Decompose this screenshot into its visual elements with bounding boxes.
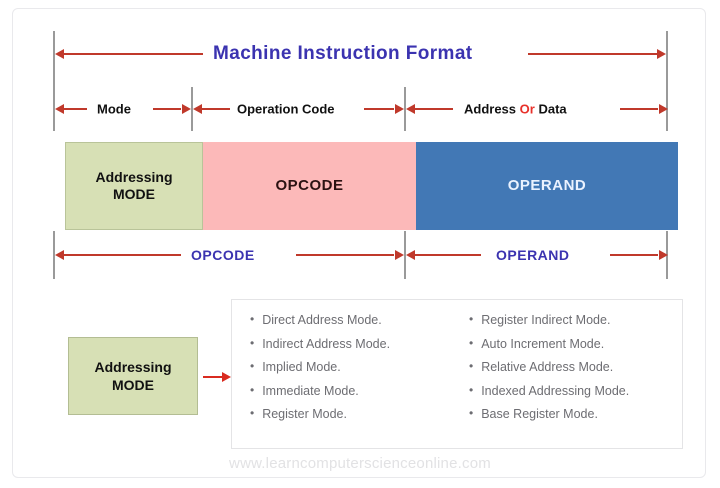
block-addressing-mode[interactable]: Addressing MODE: [65, 142, 203, 230]
bullet-icon: •: [469, 382, 474, 397]
block-opcode-label: OPCODE: [275, 176, 344, 194]
summary-arrow-operand: OPERAND: [406, 246, 668, 264]
list-item-label: Indexed Addressing Mode.: [481, 383, 630, 398]
list-item-label: Register Indirect Mode.: [481, 313, 611, 327]
list-item[interactable]: • Implied Mode.: [250, 360, 463, 374]
bullet-icon: •: [469, 335, 474, 350]
addressing-modes-column-right: • Register Indirect Mode. • Auto Increme…: [463, 313, 682, 448]
field-label-mode: Mode: [97, 101, 131, 117]
summary-label-opcode: OPCODE: [191, 247, 255, 263]
arrow-head-right-icon: [222, 372, 231, 382]
block-operand[interactable]: OPERAND: [416, 142, 678, 230]
guide-line-right-top: [666, 31, 668, 131]
field-arrow-address-or-data: Address Or Data: [406, 100, 668, 118]
field-arrow-mode: Mode: [53, 100, 191, 118]
title-arrow-row: Machine Instruction Format: [53, 43, 668, 64]
list-item-label: Base Register Mode.: [481, 407, 598, 421]
list-item-label: Relative Address Mode.: [481, 360, 614, 374]
list-item-label: Indirect Address Mode.: [262, 336, 391, 351]
arrow-head-left-icon: [55, 250, 64, 260]
page-title: Machine Instruction Format: [213, 43, 473, 64]
list-item[interactable]: • Base Register Mode.: [469, 407, 682, 421]
guide-line-mid-bottom: [404, 231, 406, 279]
field-label-address-or-data: Address Or Data: [464, 102, 567, 117]
guide-line-mid2-top: [404, 87, 406, 131]
arrow-head-left-icon: [55, 49, 64, 59]
field-label-or: Or: [519, 101, 535, 117]
bullet-icon: •: [469, 406, 474, 420]
addressing-modes-list: • Direct Address Mode. • Indirect Addres…: [231, 299, 683, 449]
list-item-label: Direct Address Mode.: [262, 313, 382, 327]
arrow-head-right-icon: [659, 250, 668, 260]
list-item[interactable]: • Register Indirect Mode.: [469, 313, 682, 327]
list-item[interactable]: • Register Mode.: [250, 407, 463, 421]
guide-line-left-top: [53, 31, 55, 131]
arrow-head-right-icon: [659, 104, 668, 114]
guide-line-left-bottom: [53, 231, 55, 279]
list-item-label: Implied Mode.: [262, 360, 341, 374]
addressing-mode-box-line1: Addressing: [94, 358, 172, 375]
arrow-head-left-icon: [406, 250, 415, 260]
list-item[interactable]: • Immediate Mode.: [250, 384, 463, 398]
arrow-head-right-icon: [657, 49, 666, 59]
arrow-head-left-icon: [406, 104, 415, 114]
arrow-head-right-icon: [182, 104, 191, 114]
list-item-label: Register Mode.: [262, 407, 347, 421]
arrow-head-right-icon: [395, 250, 404, 260]
field-label-address: Address: [464, 101, 517, 117]
list-item-label: Auto Increment Mode.: [481, 336, 605, 351]
arrow-head-left-icon: [193, 104, 202, 114]
list-item[interactable]: • Indirect Address Mode.: [250, 337, 463, 351]
arrow-head-left-icon: [55, 104, 64, 114]
arrow-head-right-icon: [395, 104, 404, 114]
block-addressing-mode-line2: MODE: [112, 186, 155, 202]
field-label-operation-code: Operation Code: [237, 101, 335, 117]
bullet-icon: •: [250, 382, 255, 397]
bullet-icon: •: [250, 359, 255, 373]
list-item-label: Immediate Mode.: [262, 383, 359, 398]
list-item[interactable]: • Direct Address Mode.: [250, 313, 463, 327]
addressing-mode-box-line2: MODE: [111, 377, 154, 393]
bullet-icon: •: [469, 312, 474, 326]
list-item[interactable]: • Auto Increment Mode.: [469, 337, 682, 351]
bullet-icon: •: [469, 359, 474, 373]
field-label-data: Data: [538, 101, 567, 117]
addressing-mode-box[interactable]: Addressing MODE: [68, 337, 198, 415]
bullet-icon: •: [250, 406, 255, 420]
diagram-frame: Machine Instruction Format Mode Operatio…: [12, 8, 706, 478]
list-item[interactable]: • Relative Address Mode.: [469, 360, 682, 374]
field-arrow-operation-code: Operation Code: [193, 100, 404, 118]
summary-label-operand: OPERAND: [496, 247, 570, 263]
bullet-icon: •: [250, 335, 255, 350]
list-item[interactable]: • Indexed Addressing Mode.: [469, 384, 682, 398]
addressing-mode-arrow-icon: [203, 371, 231, 383]
block-operand-label: OPERAND: [507, 176, 587, 194]
bullet-icon: •: [250, 312, 255, 326]
guide-line-mid1-top: [191, 87, 193, 131]
addressing-modes-column-left: • Direct Address Mode. • Indirect Addres…: [232, 313, 463, 448]
block-addressing-mode-line1: Addressing: [95, 168, 173, 185]
watermark: www.learncomputerscienceonline.com: [229, 455, 491, 472]
block-opcode[interactable]: OPCODE: [203, 142, 416, 230]
summary-arrow-opcode: OPCODE: [53, 246, 404, 264]
